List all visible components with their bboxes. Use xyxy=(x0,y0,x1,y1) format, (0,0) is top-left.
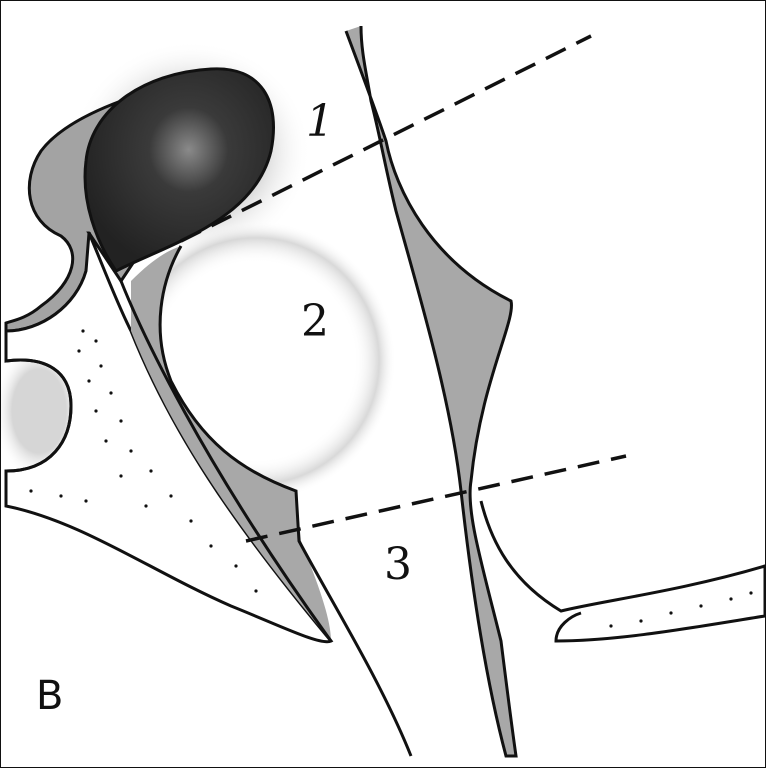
dashed-boundaries xyxy=(180,34,627,543)
region-label-1: 1 xyxy=(306,96,334,147)
stipple-pattern xyxy=(29,329,753,628)
gray-tissue-wall xyxy=(131,246,331,641)
bone-edge xyxy=(119,280,333,642)
boundary-1-2 xyxy=(180,34,592,243)
wall-outline xyxy=(158,245,413,757)
region-label-3: 3 xyxy=(384,539,412,590)
round-structure xyxy=(5,358,73,473)
central-septum xyxy=(344,25,518,758)
dark-mass xyxy=(83,67,275,273)
panel-label: B xyxy=(36,673,63,719)
region-label-2: 2 xyxy=(301,296,329,347)
right-lower-bone xyxy=(479,500,766,643)
boundary-2-3 xyxy=(245,454,627,543)
